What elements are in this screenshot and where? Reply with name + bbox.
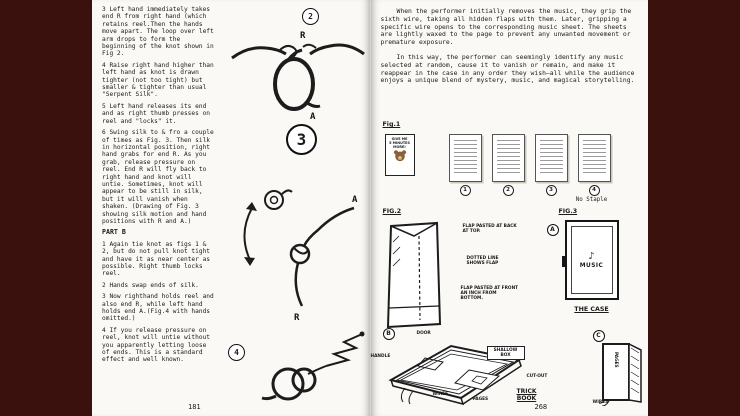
- music-sheet-icon: [534, 134, 568, 182]
- label-r: R: [294, 313, 300, 322]
- fig2-annotation-top: FLAP PASTED AT BACK AT TOP.: [462, 224, 517, 235]
- body-paragraph: When the performer initially removes the…: [380, 7, 632, 47]
- left-page: 3 Left hand immediately takes end R from…: [92, 0, 370, 416]
- trick-book-caption-line2: BOOK: [516, 395, 537, 402]
- instruction-paragraph: 4 Raise right hand higher than left hand…: [102, 61, 214, 99]
- label-a: A: [352, 195, 358, 205]
- poster-illustration: GIVE ME 5 MINUTES MORE!: [384, 134, 415, 176]
- left-text-column: 3 Left hand immediately takes end R from…: [102, 6, 214, 368]
- label-r: R: [300, 31, 306, 41]
- fig3-label: FIG.3: [558, 208, 578, 215]
- figure-2-number: 2: [302, 8, 319, 25]
- side-book-illustration: [598, 342, 642, 406]
- fig2-annotation-mid: DOTTED LINE SHOWS FLAP: [466, 256, 499, 267]
- part-b-heading: PART B: [102, 228, 126, 237]
- music-sheet-icon: [491, 134, 525, 182]
- page-number: 268: [534, 403, 548, 411]
- instruction-paragraph: 6 Swing silk to & fro a couple of times …: [102, 129, 214, 225]
- body-paragraph: In this way, the performer can seemingly…: [380, 52, 635, 85]
- sheet-number: 1: [459, 185, 471, 196]
- shallow-box-label: SHALLOW BOX: [486, 346, 525, 361]
- no-staple-note: No Staple: [575, 197, 608, 203]
- fig1-label: Fig.1: [382, 121, 401, 128]
- music-case-illustration: ♪ MUSIC: [561, 220, 619, 300]
- trick-book-caption: TRICK BOOK: [507, 388, 547, 402]
- hands-loop-illustration: R A: [231, 31, 365, 122]
- music-note-icon: ♪: [588, 250, 595, 262]
- instruction-paragraph: 1 Again tie knot as figs 1 & 2, but do n…: [102, 240, 211, 278]
- instruction-paragraph: 5 Left hand releases its end and as righ…: [102, 102, 211, 125]
- poster-text-line2: 5 MINUTES: [389, 141, 410, 145]
- instruction-paragraph: 2 Hands swap ends of silk.: [102, 281, 199, 289]
- figure-4-number: 4: [228, 344, 245, 361]
- case-clasp: [561, 256, 567, 267]
- marker-a: A: [546, 224, 559, 236]
- marker-b: B: [382, 328, 395, 340]
- left-figures: 2 R A 3: [228, 0, 370, 416]
- book-spread: 3 Left hand immediately takes end R from…: [92, 0, 648, 416]
- pages-label: PAGES: [472, 397, 489, 402]
- knot-illustration: [261, 331, 365, 401]
- teddy-bear-icon: [393, 150, 406, 162]
- music-sheet-icon: [448, 134, 482, 182]
- envelope-illustration: [386, 221, 441, 329]
- sheet-number: 3: [545, 185, 557, 196]
- trick-book-caption-line1: TRICK: [516, 388, 537, 395]
- side-book-wires-label: WIRES: [592, 400, 609, 405]
- page-number: 181: [188, 403, 201, 411]
- fig2-label: FIG.2: [382, 208, 402, 215]
- poster-text-line1: GIVE ME: [391, 137, 408, 141]
- instruction-paragraph: 3 Now righthand holds reel and also end …: [102, 293, 214, 323]
- label-a: A: [310, 112, 316, 122]
- handle-label: HANDLE: [370, 354, 391, 359]
- instruction-paragraph: 4 If you release pressure on reel, knot …: [102, 326, 211, 364]
- wires-label: WIRES: [432, 392, 449, 397]
- music-sheet-icon: [577, 134, 611, 182]
- door-label: DOOR: [416, 331, 431, 336]
- sheet-number: 2: [502, 185, 514, 196]
- marker-c: C: [592, 330, 605, 342]
- cut-out-label: CUT-OUT: [526, 374, 548, 379]
- side-book-pages-label: PAGES: [612, 352, 618, 368]
- figure-3-number: 3: [286, 124, 317, 155]
- case-caption: THE CASE: [574, 306, 609, 313]
- right-page: When the performer initially removes the…: [369, 0, 648, 416]
- instruction-paragraph: 3 Left hand immediately takes end R from…: [102, 6, 214, 58]
- poster-text-line3: MORE!: [393, 145, 406, 149]
- fig2-annotation-bottom: FLAP PASTED AT FRONT AN INCH FROM BOTTOM…: [460, 286, 519, 302]
- silk-swing-illustration: A R: [243, 189, 358, 322]
- sheet-number: 4: [588, 185, 600, 196]
- right-text-column: When the performer initially removes the…: [380, 7, 637, 92]
- case-text: MUSIC: [579, 262, 604, 269]
